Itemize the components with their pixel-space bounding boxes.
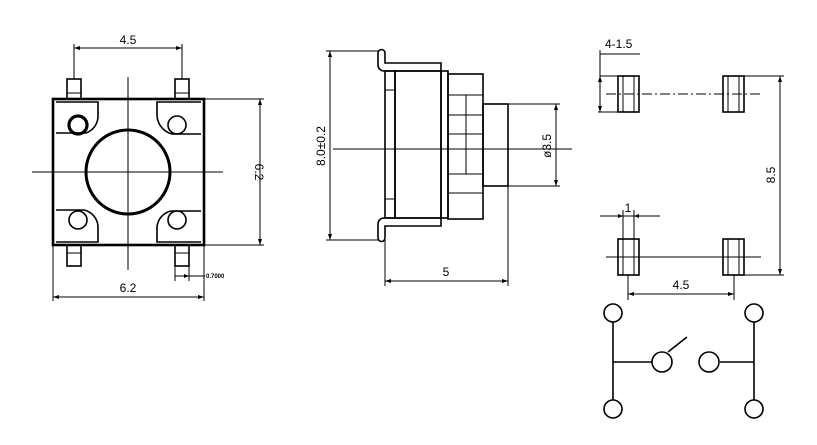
lead-bottom-right — [174, 244, 190, 267]
dim-height: 6.2 — [252, 164, 266, 181]
dim-lead-thickness: 0.7000 — [206, 274, 225, 280]
hole-br — [167, 210, 187, 230]
lead-top-left — [66, 78, 82, 100]
side-base — [384, 70, 396, 219]
contact-left — [651, 351, 673, 373]
corner-br — [156, 210, 201, 243]
hole-tl — [67, 114, 89, 136]
dim-pad-pitch: 4.5 — [673, 278, 690, 292]
side-body — [394, 70, 442, 219]
switch-schematic — [603, 303, 764, 419]
pad-layout: 4-1.5 8.5 1 4.5 — [598, 37, 784, 300]
dim-pad-width: 1 — [625, 201, 632, 215]
dim-button-diameter: ø3.5 — [540, 134, 554, 158]
side-button — [482, 103, 509, 187]
terminal-1 — [603, 303, 623, 323]
dim-width: 6.2 — [120, 281, 137, 295]
dim-top-pitch: 4.5 — [120, 33, 137, 47]
lead-top-right — [174, 78, 190, 100]
corner-bl — [56, 209, 99, 243]
dim-side-height: 8.0±0.2 — [314, 126, 328, 166]
terminal-top — [377, 48, 442, 72]
corner-tr — [156, 101, 201, 135]
terminal-3 — [744, 303, 764, 323]
corner-tl — [56, 101, 99, 134]
dim-row-spacing: 8.5 — [764, 166, 778, 183]
lead-bottom-left — [66, 244, 82, 267]
contact-right — [698, 351, 720, 373]
terminal-bottom — [377, 217, 442, 243]
terminal-2 — [603, 399, 623, 419]
hole-tr — [167, 115, 187, 135]
top-view: 4.5 6.2 6.2 0.7000 — [32, 33, 266, 301]
dim-pad-size: 4-1.5 — [605, 37, 633, 51]
switch-lever — [667, 336, 688, 353]
hole-bl — [68, 210, 88, 230]
side-view: 8.0±0.2 ø3.5 5 — [314, 48, 572, 286]
dim-depth: 5 — [443, 265, 450, 279]
terminal-4 — [744, 399, 764, 419]
side-cover — [440, 70, 449, 219]
